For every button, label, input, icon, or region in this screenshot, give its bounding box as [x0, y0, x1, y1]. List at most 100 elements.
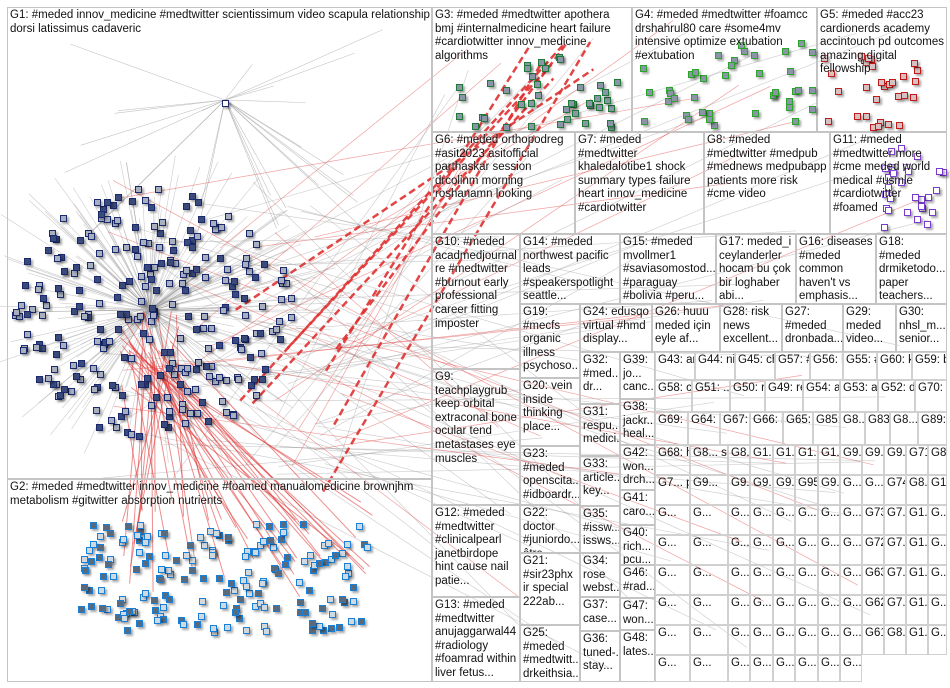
- node-icon[interactable]: [328, 610, 336, 618]
- node-icon[interactable]: [173, 557, 181, 565]
- node-icon[interactable]: [568, 100, 576, 108]
- node-icon[interactable]: [221, 277, 229, 285]
- node-icon[interactable]: [884, 120, 892, 128]
- node-icon[interactable]: [20, 347, 28, 355]
- node-icon[interactable]: [107, 530, 115, 538]
- group-cell[interactable]: G53: aast...: [840, 380, 878, 412]
- group-cell[interactable]: G...: [750, 625, 773, 655]
- node-icon[interactable]: [270, 565, 278, 573]
- node-icon[interactable]: [581, 120, 589, 128]
- group-g3[interactable]: G3: #meded #medtwitter apothera bmj #int…: [432, 7, 632, 132]
- node-icon[interactable]: [80, 313, 88, 321]
- node-icon[interactable]: [242, 627, 250, 635]
- node-icon[interactable]: [110, 201, 118, 209]
- group-cell[interactable]: G...: [750, 505, 773, 535]
- node-icon[interactable]: [357, 617, 365, 625]
- node-icon[interactable]: [307, 552, 315, 560]
- group-cell[interactable]: G...: [750, 595, 773, 625]
- group-cell[interactable]: G61: abu...: [862, 625, 884, 655]
- node-icon[interactable]: [606, 120, 614, 128]
- node-icon[interactable]: [166, 259, 174, 267]
- group-cell[interactable]: G54: adva...: [803, 380, 840, 412]
- node-icon[interactable]: [308, 627, 316, 635]
- node-icon[interactable]: [890, 169, 898, 177]
- node-icon[interactable]: [76, 287, 84, 295]
- node-icon[interactable]: [24, 257, 32, 265]
- node-icon[interactable]: [207, 324, 215, 332]
- node-icon[interactable]: [113, 423, 121, 431]
- node-icon[interactable]: [585, 100, 593, 108]
- group-cell[interactable]: G...: [655, 655, 690, 682]
- node-icon[interactable]: [241, 335, 249, 343]
- node-icon[interactable]: [138, 380, 146, 388]
- group-cell[interactable]: G...: [795, 655, 818, 682]
- node-icon[interactable]: [231, 290, 239, 298]
- node-icon[interactable]: [564, 116, 572, 123]
- node-icon[interactable]: [184, 238, 192, 246]
- node-icon[interactable]: [224, 266, 232, 274]
- node-icon[interactable]: [751, 110, 759, 118]
- group-cell[interactable]: G1...: [750, 445, 773, 475]
- node-icon[interactable]: [232, 336, 240, 344]
- node-icon[interactable]: [874, 122, 882, 130]
- group-cell[interactable]: G64: heal...: [688, 412, 720, 445]
- node-icon[interactable]: [715, 51, 723, 59]
- node-icon[interactable]: [148, 275, 156, 283]
- group-g9[interactable]: G9: teachplaygrub keep orbital extracona…: [432, 369, 520, 505]
- node-icon[interactable]: [126, 608, 134, 616]
- node-icon[interactable]: [149, 305, 157, 313]
- node-icon[interactable]: [55, 284, 63, 292]
- node-icon[interactable]: [250, 375, 258, 383]
- group-cell[interactable]: G70: train...: [915, 380, 947, 412]
- group-cell[interactable]: G50: risk...: [730, 380, 765, 412]
- node-icon[interactable]: [503, 124, 511, 132]
- node-icon[interactable]: [260, 261, 268, 269]
- node-icon[interactable]: [183, 364, 191, 372]
- node-icon[interactable]: [300, 558, 308, 566]
- group-g48[interactable]: G48: lates...: [620, 630, 655, 682]
- node-icon[interactable]: [542, 65, 550, 73]
- node-icon[interactable]: [141, 538, 149, 546]
- node-icon[interactable]: [56, 291, 64, 299]
- node-icon[interactable]: [51, 366, 59, 374]
- node-icon[interactable]: [70, 307, 78, 315]
- node-icon[interactable]: [252, 548, 260, 556]
- node-icon[interactable]: [259, 376, 267, 384]
- node-icon[interactable]: [601, 88, 609, 96]
- node-icon[interactable]: [215, 373, 223, 381]
- node-icon[interactable]: [258, 302, 266, 310]
- node-icon[interactable]: [698, 109, 706, 117]
- node-icon[interactable]: [154, 185, 162, 193]
- node-icon[interactable]: [154, 616, 162, 624]
- node-icon[interactable]: [917, 203, 925, 211]
- node-icon[interactable]: [721, 72, 729, 80]
- node-icon[interactable]: [126, 278, 134, 286]
- group-g27[interactable]: G27: #meded dronbada...: [782, 304, 843, 352]
- group-cell[interactable]: G85: kub...: [813, 412, 840, 445]
- node-icon[interactable]: [169, 237, 177, 245]
- node-icon[interactable]: [78, 360, 86, 368]
- node-icon[interactable]: [94, 275, 102, 283]
- group-cell[interactable]: G1...: [906, 505, 928, 535]
- group-cell[interactable]: G1...: [906, 595, 928, 625]
- node-icon[interactable]: [835, 88, 843, 96]
- group-cell[interactable]: G...: [655, 595, 690, 625]
- group-cell[interactable]: G...: [655, 505, 690, 535]
- node-icon[interactable]: [98, 587, 106, 595]
- node-icon[interactable]: [90, 521, 98, 529]
- node-icon[interactable]: [224, 623, 232, 631]
- node-icon[interactable]: [209, 220, 217, 228]
- node-icon[interactable]: [114, 294, 122, 302]
- node-icon[interactable]: [349, 584, 357, 592]
- group-cell[interactable]: G9...: [818, 475, 840, 505]
- group-g37[interactable]: G37: case...: [580, 597, 620, 631]
- group-cell[interactable]: G...: [840, 535, 862, 565]
- node-icon[interactable]: [556, 121, 564, 129]
- node-icon[interactable]: [39, 312, 47, 320]
- group-cell[interactable]: G9...: [728, 475, 750, 505]
- group-g29[interactable]: G29: meded video...: [843, 304, 896, 352]
- node-icon[interactable]: [88, 232, 96, 240]
- node-icon[interactable]: [150, 263, 158, 271]
- group-cell[interactable]: G1...: [906, 535, 928, 565]
- node-icon[interactable]: [198, 598, 206, 606]
